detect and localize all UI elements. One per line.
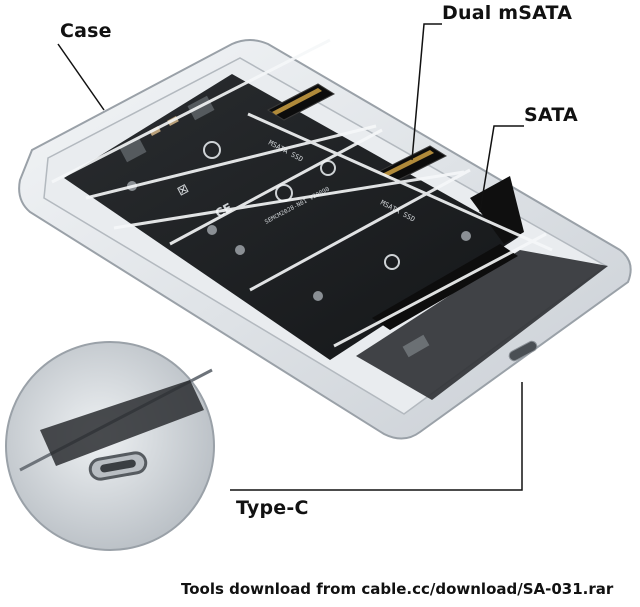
download-footer-text: Tools download from cable.cc/download/SA… [181,580,614,598]
sata-label: SATA [524,104,578,126]
type-c-port [508,340,538,362]
zoom-inset [5,341,215,551]
type-c-label: Type-C [236,497,309,519]
dual-msata-label: Dual mSATA [442,2,573,24]
pcb-board: ⊠ CE [64,74,520,360]
case-label: Case [60,20,112,42]
strap-lines [51,38,553,348]
callout-lines [57,23,524,491]
